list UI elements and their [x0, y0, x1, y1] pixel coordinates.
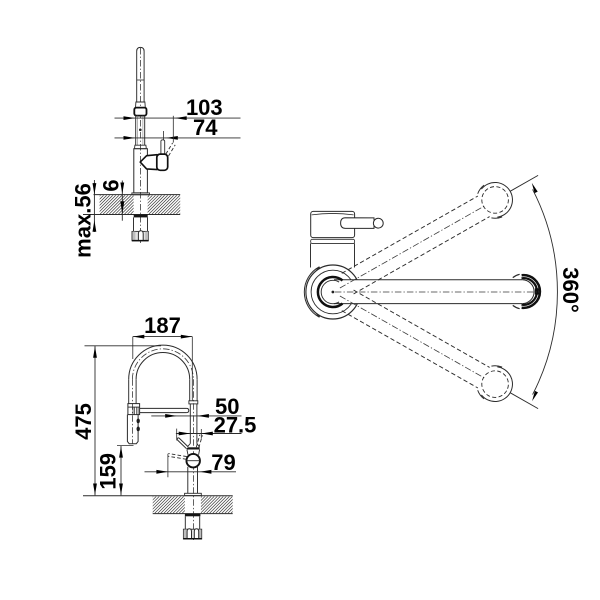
- svg-text:187: 187: [144, 313, 181, 338]
- svg-text:max.56: max.56: [71, 183, 96, 258]
- svg-text:159: 159: [95, 453, 120, 490]
- svg-text:360°: 360°: [558, 267, 583, 313]
- svg-text:50: 50: [215, 394, 239, 419]
- svg-text:79: 79: [211, 450, 235, 475]
- svg-text:103: 103: [186, 95, 223, 120]
- svg-text:27.5: 27.5: [214, 412, 257, 437]
- svg-text:6: 6: [99, 179, 124, 191]
- svg-text:475: 475: [71, 403, 96, 440]
- svg-text:74: 74: [193, 115, 218, 140]
